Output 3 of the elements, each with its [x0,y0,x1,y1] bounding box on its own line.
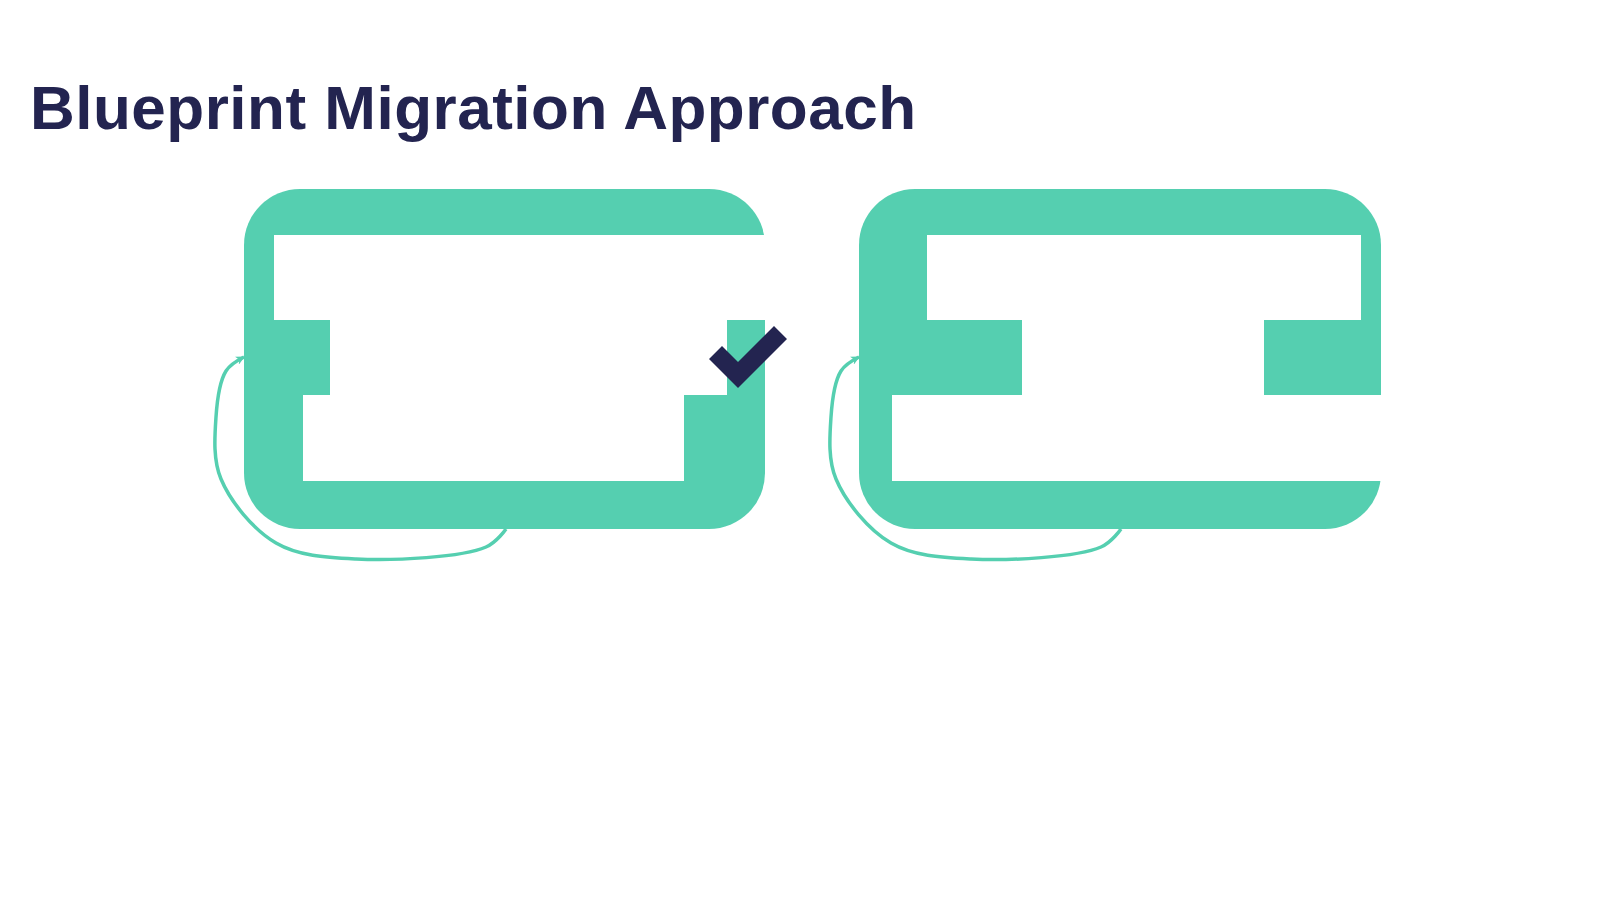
title: Blueprint Migration Approach [30,72,917,143]
curved-arrow [828,355,1123,562]
curved-arrow [213,355,508,562]
